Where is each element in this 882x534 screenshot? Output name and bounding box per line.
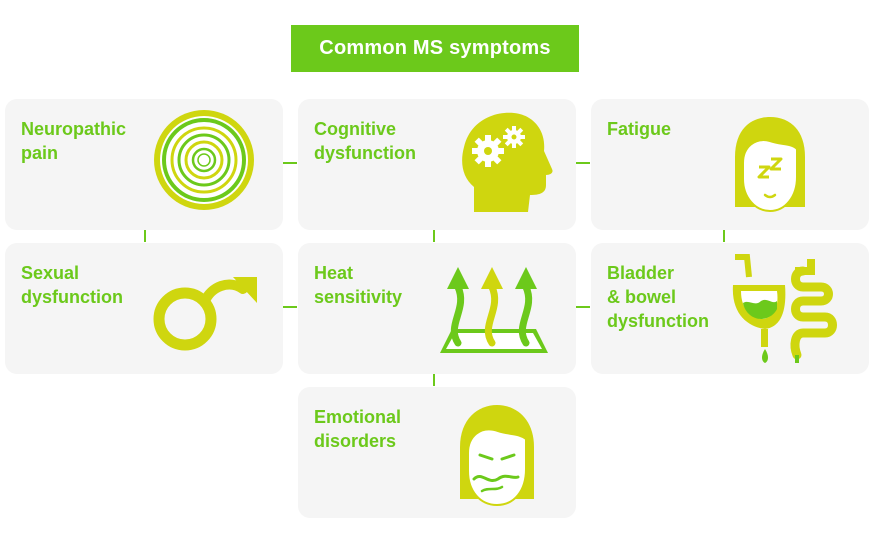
card-label: Heat sensitivity xyxy=(314,263,403,307)
bladder-bowel-icon xyxy=(732,254,837,363)
tired-face-icon xyxy=(735,117,805,213)
card-label: Cognitive dysfunction xyxy=(314,119,416,163)
connector xyxy=(283,306,297,308)
connector xyxy=(576,162,590,164)
diagram-title: Common MS symptoms xyxy=(291,25,579,72)
heat-waves-icon xyxy=(440,267,548,353)
card-bladder-bowel-dysfunction: Bladder & bowel dysfunction xyxy=(591,243,869,374)
sad-face-icon xyxy=(460,405,534,507)
head-gears-icon xyxy=(462,112,553,212)
card-label: Bladder & bowel dysfunction xyxy=(607,263,709,331)
card-label: Emotional disorders xyxy=(314,407,402,451)
card-cognitive-dysfunction: Cognitive dysfunction xyxy=(298,99,576,230)
concentric-rings-icon xyxy=(154,110,254,210)
connector xyxy=(433,374,435,386)
connector xyxy=(433,230,435,242)
connector xyxy=(723,230,725,242)
connector xyxy=(576,306,590,308)
card-emotional-disorders: Emotional disorders xyxy=(298,387,576,518)
card-heat-sensitivity: Heat sensitivity xyxy=(298,243,576,374)
card-label: Sexual dysfunction xyxy=(21,263,123,307)
card-label: Fatigue xyxy=(607,119,672,139)
connector xyxy=(283,162,297,164)
card-fatigue: Fatigue xyxy=(591,99,869,230)
connector xyxy=(144,230,146,242)
card-label: Neuropathic pain xyxy=(21,119,127,163)
male-symbol-icon xyxy=(153,277,257,351)
card-sexual-dysfunction: Sexual dysfunction xyxy=(5,243,283,374)
card-neuropathic-pain: Neuropathic pain xyxy=(5,99,283,230)
